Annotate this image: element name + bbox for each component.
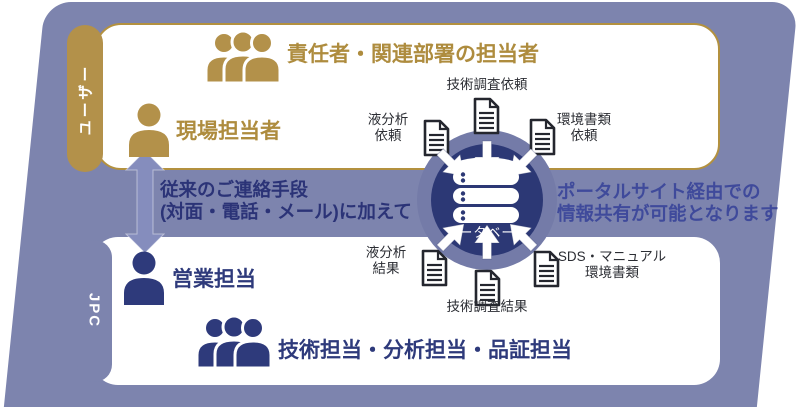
traditional-contact-message: 従来のご連絡手段 (対面・電話・メール)に加えて [160,179,412,223]
doc-label-sds-manual-env-docs: SDS・マニュアル 環境書類 [556,249,668,281]
doc-label-line: 環境書類 [585,265,639,280]
inward-arrow-bottom-icon [474,224,500,260]
managers-group-icon [204,31,282,83]
document-icon [533,250,560,288]
tech-group-icon [195,316,273,368]
inward-arrow-bottom-right-icon [509,223,538,252]
document-icon [423,119,450,157]
doc-label-line: 液分析 [365,245,407,260]
portal-line2: 情報共有が可能となります [557,203,779,224]
doc-label-line: SDS・マニュアル [557,249,667,264]
document-icon [421,249,448,287]
doc-label-line: 依頼 [374,128,402,143]
doc-label-line: 依頼 [570,128,598,143]
database-label: データベース [445,225,529,240]
doc-label-line: 液分析 [367,112,409,127]
user-zone-tab [67,25,103,172]
doc-label-line: 環境書類 [557,112,611,127]
managers-label: 責任者・関連部署の担当者 [287,43,539,66]
doc-label-tech-survey-request: 技術調査依頼 [446,77,528,92]
inward-arrow-top-right-icon [509,148,538,177]
traditional-line2: (対面・電話・メール)に加えて [160,201,412,222]
sales-label: 営業担当 [172,268,256,291]
jpc-zone-tab [77,240,112,382]
doc-label-liquid-analysis-result: 液分析 結果 [355,245,417,277]
two-way-arrow-icon [125,151,165,253]
field-label: 現場担当者 [176,120,281,143]
user-zone-box [95,23,720,170]
tech-label: 技術担当・分析担当・品証担当 [278,339,572,362]
jpc-zone-tab-label: JPC [85,292,103,329]
doc-label-env-docs-request: 環境書類 依頼 [552,112,616,144]
doc-label-liquid-analysis-request: 液分析 依頼 [357,112,419,144]
doc-label-line: 結果 [372,261,400,276]
doc-label-tech-survey-result: 技術調査結果 [446,299,528,314]
document-icon [474,269,501,307]
field-person-icon [129,103,169,157]
traditional-line1: 従来のご連絡手段 [160,179,309,200]
user-zone-tab-label: ユーザー [77,63,95,136]
document-icon [473,97,500,135]
document-icon [529,118,556,156]
portal-line1: ポータルサイト経由での [557,181,761,202]
sales-person-icon [124,251,164,305]
portal-share-message: ポータルサイト経由での 情報共有が可能となります [557,181,778,225]
inward-arrow-bottom-left-icon [436,223,465,252]
database-icon [453,157,519,223]
